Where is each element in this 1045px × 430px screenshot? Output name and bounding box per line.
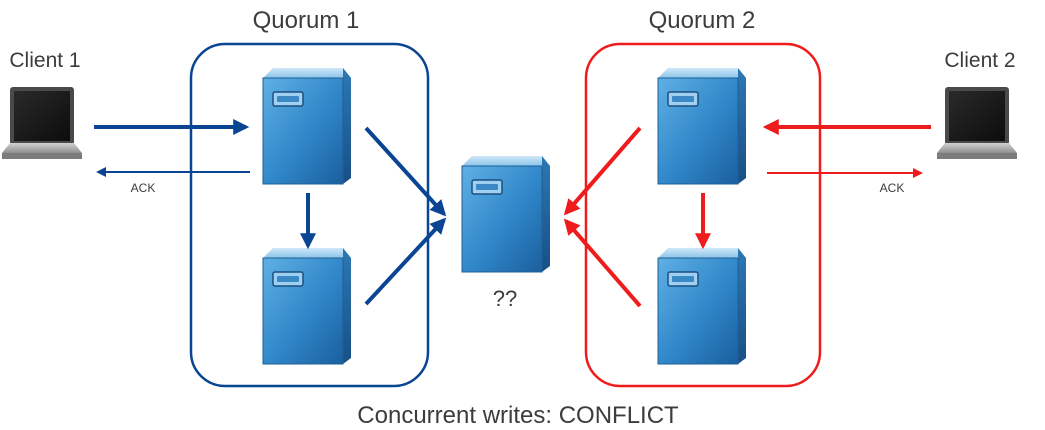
- quorum-1-top-to-shared-arrow: [364, 126, 447, 217]
- quorum-2-bottom-to-shared-arrow: [563, 218, 642, 308]
- client-2-label: Client 2: [944, 49, 1015, 72]
- quorum-1-label: Quorum 1: [253, 7, 360, 34]
- ack-label-right: ACK: [880, 181, 905, 195]
- quorum-1-box: [189, 42, 430, 388]
- shared-server-icon: [461, 155, 551, 273]
- quorum-1-top-server-icon: [262, 67, 352, 185]
- quorum-2-label: Quorum 2: [649, 7, 756, 34]
- caption: Concurrent writes: CONFLICT: [357, 402, 679, 429]
- client-1-label: Client 1: [9, 49, 80, 72]
- quorum-1-bottom-server-icon: [262, 247, 352, 365]
- quorum-2-box: [584, 42, 822, 388]
- unknown-server-label: ??: [493, 286, 517, 311]
- client-1-laptop-icon: [2, 87, 82, 159]
- client-2-laptop-icon: [937, 87, 1017, 159]
- quorum-2-top-to-shared-arrow: [563, 126, 642, 216]
- ack-label-left: ACK: [131, 181, 156, 195]
- quorum-2-bottom-server-icon: [657, 247, 747, 365]
- quorum-2-top-server-icon: [657, 67, 747, 185]
- quorum-1-bottom-to-shared-arrow: [364, 217, 447, 306]
